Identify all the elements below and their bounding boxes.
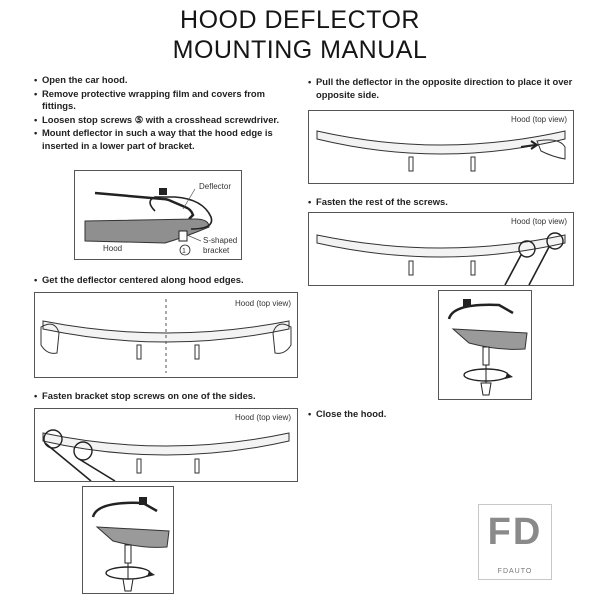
zoom-circle-left	[43, 429, 63, 449]
lower-screw	[178, 230, 188, 242]
hand-icon	[536, 139, 566, 160]
fasten-side-diagram	[42, 429, 290, 481]
right-hand-icon	[272, 323, 292, 354]
manual-title-line2: MOUNTING MANUAL	[172, 36, 428, 64]
step-fasten-rest: Fasten the rest of the screws.	[308, 196, 586, 209]
hood-top-view-label: Hood (top view)	[510, 115, 567, 124]
bracket-diagram-panel: Deflector Hood S-shaped bracket 1	[74, 170, 242, 260]
step-close-hood: Close the hood.	[308, 408, 586, 421]
step-loosen-screws: Loosen stop screws ⑤ with a crosshead sc…	[34, 114, 294, 127]
logo-text: FDAUTO	[497, 568, 533, 575]
step-mount-deflector: Mount deflector in such a way that the h…	[34, 127, 294, 152]
hood-shape	[84, 218, 210, 244]
screwdriver-detail-panel-left	[82, 486, 174, 594]
hood-label: Hood	[103, 244, 122, 253]
fasten-rest-diagram	[316, 232, 566, 285]
pull-deflector-diagram	[316, 130, 566, 172]
deflector-label: Deflector	[199, 182, 231, 191]
deflector-arc	[316, 130, 566, 155]
screwdriver-detail-diagram	[91, 497, 170, 592]
fasten-rest-panel: Hood (top view)	[308, 212, 574, 286]
fasten-side-panel: Hood (top view)	[34, 408, 298, 482]
deflector-shape	[94, 191, 195, 220]
intro-steps-list: Open the car hood. Remove protective wra…	[34, 74, 294, 154]
step-open-hood: Open the car hood.	[34, 74, 294, 87]
manual-title-line1: HOOD DEFLECTOR	[180, 6, 420, 34]
bracket-diagram: Deflector Hood S-shaped bracket 1	[84, 182, 237, 256]
step-remove-film: Remove protective wrapping film and cove…	[34, 88, 294, 113]
s-shaped-bracket	[149, 196, 213, 230]
deflector-arc	[316, 234, 566, 258]
hood-top-view-label: Hood (top view)	[234, 299, 291, 308]
left-hand-icon	[40, 323, 60, 354]
zoom-circle-left	[518, 240, 536, 258]
screwdriver-detail-panel-right	[438, 290, 532, 400]
step-center-deflector: Get the deflector centered along hood ed…	[34, 274, 302, 287]
step-fasten-one-side: Fasten bracket stop screws on one of the…	[34, 390, 302, 403]
screw-number-label: 1	[182, 248, 186, 255]
logo-mark: FD	[487, 511, 543, 553]
hood-top-view-label: Hood (top view)	[510, 217, 567, 226]
fdauto-logo: FD FDAUTO	[478, 504, 552, 580]
screw-head	[159, 188, 167, 195]
step-pull-deflector: Pull the deflector in the opposite direc…	[308, 76, 586, 101]
s-shaped-label: S-shaped	[203, 236, 237, 245]
deflector-arc	[42, 432, 290, 456]
zoom-circle-right	[73, 441, 93, 461]
bracket-label: bracket	[203, 246, 230, 255]
hood-top-view-label: Hood (top view)	[234, 413, 291, 422]
pull-deflector-panel: Hood (top view)	[308, 110, 574, 184]
screw-number-circle	[179, 244, 191, 256]
screwdriver-icon	[480, 365, 492, 396]
centering-diagram	[40, 299, 292, 373]
pull-arrow-icon	[520, 140, 539, 150]
centering-panel: Hood (top view)	[34, 292, 298, 378]
screwdriver-detail-diagram	[447, 299, 528, 396]
deflector-arc	[42, 320, 290, 343]
zoom-circle-right	[546, 232, 564, 250]
